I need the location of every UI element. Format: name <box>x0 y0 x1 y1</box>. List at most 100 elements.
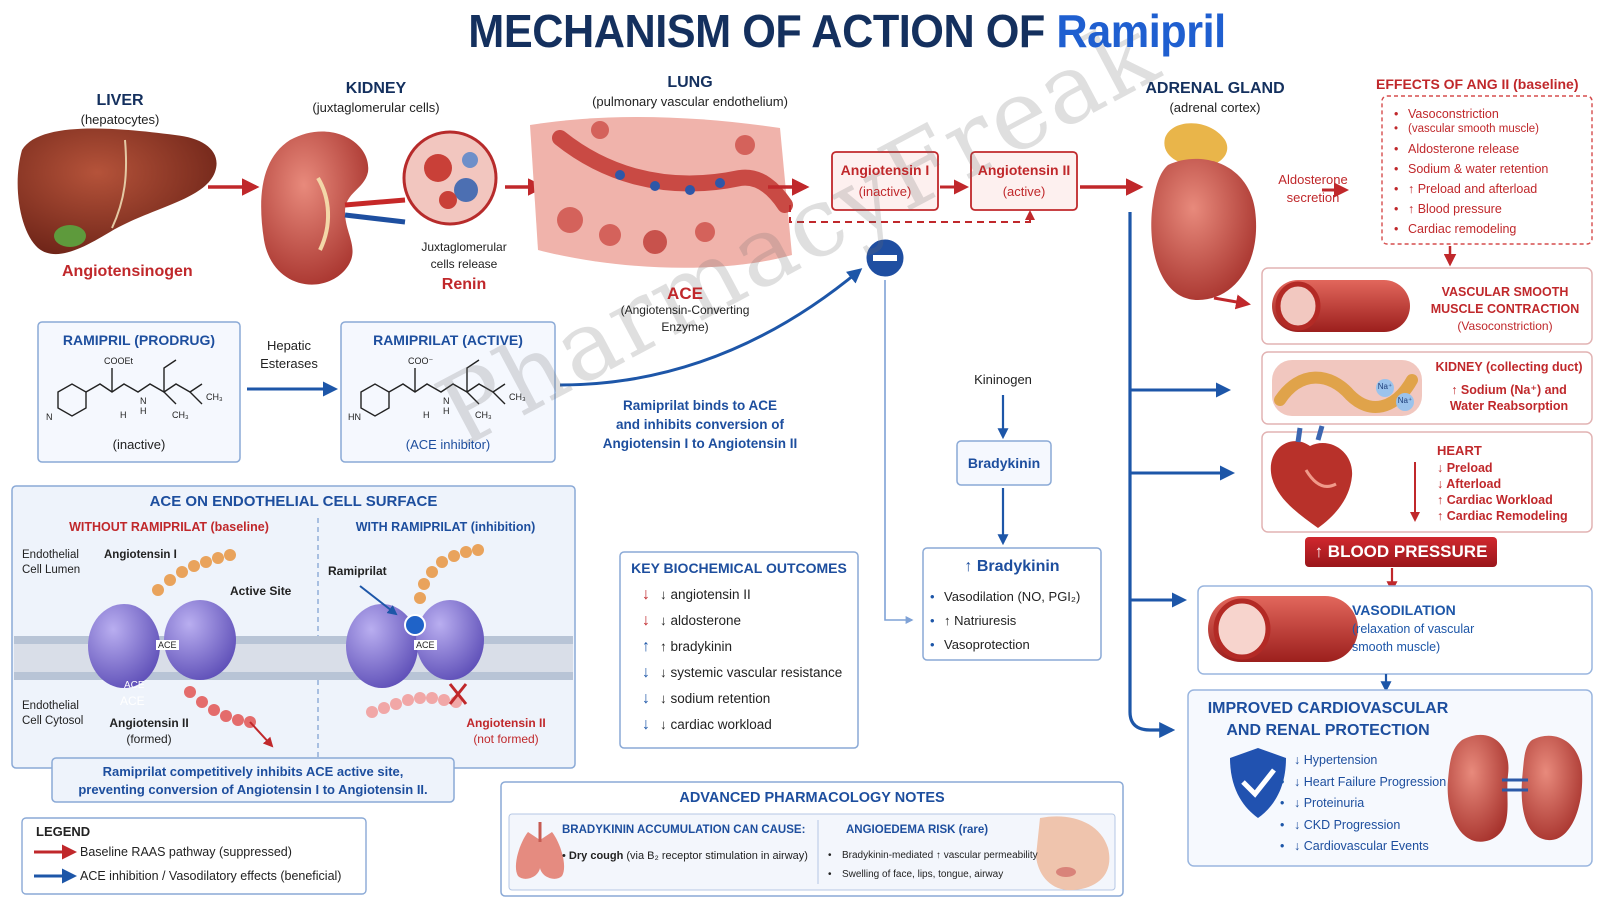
with-heading: WITH RAMIPRILAT (inhibition) <box>355 520 536 534</box>
heart-illustration <box>1270 425 1353 528</box>
notes-right-list: Bradykinin-mediated ↑ vascular permeabil… <box>826 846 1038 884</box>
outcome-text: ↓ sodium retention <box>660 691 771 706</box>
peptide-chains <box>152 544 484 748</box>
active-group: H <box>423 410 430 420</box>
legend-box <box>21 817 367 895</box>
arrow-up-icon: ↑ <box>642 638 650 655</box>
without-heading: WITHOUT RAMIPRILAT (baseline) <box>69 520 269 534</box>
lumen-label-1: Endothelial <box>22 549 79 561</box>
effect-item: Sodium & water retention <box>1392 159 1548 179</box>
prodrug-title: RAMIPRIL (PRODRUG) <box>62 332 216 348</box>
notes-left-item: • Dry cough (via B₂ receptor stimulation… <box>562 850 808 862</box>
face-swelling-illustration <box>1036 816 1110 891</box>
shield-check-icon <box>1230 748 1286 818</box>
active-group: N <box>443 396 450 406</box>
title-drug: Ramipril <box>1056 5 1226 57</box>
bradykinin-effect-item: Vasodilation (NO, PGI₂) <box>928 585 1080 609</box>
arrow-down-icon: ↓ <box>642 716 650 733</box>
artery-illustration <box>1272 280 1410 332</box>
active-group: H <box>443 406 450 416</box>
active-site-label: Active Site <box>230 584 292 598</box>
active-group: CH₃ <box>509 392 526 402</box>
prodrug-group: N <box>140 396 147 406</box>
angiotensin-ii-box <box>970 151 1078 211</box>
page-title: MECHANISM OF ACTION OF Ramipril <box>48 4 1600 58</box>
bradykinin-effects-title: ↑ Bradykinin <box>964 558 1060 575</box>
title-prefix: MECHANISM OF ACTION OF <box>468 5 1045 57</box>
cytosol-label-2: Cell Cytosol <box>22 715 84 727</box>
prodrug-state: (inactive) <box>112 437 166 452</box>
adrenal-gland-illustration <box>1151 123 1257 300</box>
binding-line-3: Angiotensin I to Angiotensin II <box>602 436 798 451</box>
vsmc-line-3: (Vasoconstriction) <box>1457 319 1553 333</box>
ace-label: ACE <box>667 284 703 303</box>
notes-right-title: ANGIOEDEMA RISK (rare) <box>846 824 989 836</box>
vsmc-line-1: VASCULAR SMOOTH <box>1441 285 1569 299</box>
protection-list: ↓ Hypertension ↓ Heart Failure Progressi… <box>1278 750 1446 858</box>
prodrug-group: H <box>120 410 127 420</box>
outcome-row: ↓↓ systemic vascular resistance <box>642 664 842 682</box>
protection-item: ↓ Heart Failure Progression <box>1278 772 1446 794</box>
protection-title-1: IMPROVED CARDIOVASCULAR <box>1207 700 1449 717</box>
legend-title: LEGEND <box>36 824 91 839</box>
protection-title-2: AND RENAL PROTECTION <box>1226 722 1430 739</box>
ace-small-1: ACE <box>124 680 145 691</box>
nephron-illustration <box>1272 360 1422 416</box>
angioedema-item: Swelling of face, lips, tongue, airway <box>826 865 1038 884</box>
kidney-sub: (juxtaglomerular cells) <box>312 100 440 115</box>
outcome-row: ↓↓ aldosterone <box>642 612 741 630</box>
arrow-down-icon: ↓ <box>642 664 650 681</box>
lungs-icon <box>515 822 565 879</box>
legend-blue-label: ACE inhibition / Vasodilatory effects (b… <box>80 869 342 883</box>
outcome-row: ↓↓ cardiac workload <box>642 716 772 734</box>
vasodilation-sub-2: smooth muscle) <box>1352 640 1441 654</box>
lung-name: LUNG <box>667 74 713 91</box>
effects-list: Vasoconstriction (vascular smooth muscle… <box>1392 104 1548 239</box>
cytosol-label-1: Endothelial <box>22 700 79 712</box>
angiotensin-ii-not-formed-state: (not formed) <box>473 732 539 746</box>
ramiprilat-site-label: Ramiprilat <box>328 564 387 578</box>
effect-item: Cardiac remodeling <box>1392 219 1548 239</box>
ace-protein-left <box>88 600 236 688</box>
ace-sub-2: Enzyme) <box>661 320 709 334</box>
dilated-vessel-illustration <box>1208 596 1358 662</box>
effect-item: ↑ Blood pressure <box>1392 199 1548 219</box>
active-group: CH₃ <box>475 410 492 420</box>
angiotensin-ii-state: (active) <box>1002 184 1046 199</box>
bradykinin-effect-item: Vasoprotection <box>928 633 1080 657</box>
angiotensin-ii-not-formed-label: Angiotensin II <box>466 716 546 730</box>
outcome-row: ↓↓ angiotensin II <box>642 586 751 604</box>
aldosterone-secretion-2: secretion <box>1286 190 1340 205</box>
notes-left-title: BRADYKININ ACCUMULATION CAN CAUSE: <box>562 824 806 836</box>
effects-title: EFFECTS OF ANG II (baseline) <box>1376 76 1579 92</box>
prodrug-group: H <box>140 406 147 416</box>
blood-pressure-banner <box>1305 537 1497 567</box>
outcome-text: ↓ aldosterone <box>660 613 742 628</box>
dry-cough-label: Dry cough <box>568 850 624 862</box>
liver-illustration <box>17 128 217 255</box>
ace-small-2: ACE <box>120 694 145 708</box>
blood-pressure-label: ↑ BLOOD PRESSURE <box>1314 542 1488 561</box>
angiotensin-i-box <box>831 151 939 211</box>
renin-label: Renin <box>441 276 487 293</box>
endothelial-caption-box <box>51 757 455 803</box>
ace-protein-right <box>346 600 484 688</box>
active-structure <box>360 359 506 417</box>
protection-item: ↓ Proteinuria <box>1278 793 1446 815</box>
endothelial-caption-1: Ramiprilat competitively inhibits ACE ac… <box>102 764 404 779</box>
ace-tag-right: ACE <box>414 640 437 650</box>
esterase-line-1: Hepatic <box>266 338 312 353</box>
bradykinin-effects-list: Vasodilation (NO, PGI₂) ↑ Natriuresis Va… <box>928 585 1080 657</box>
outcomes-box <box>619 551 859 749</box>
heart-item: ↑ Cardiac Workload <box>1437 493 1553 507</box>
bradykinin-effect-item: ↑ Natriuresis <box>928 609 1080 633</box>
aldosterone-secretion-1: Aldosterone <box>1278 172 1348 187</box>
angiotensin-ii-formed-state: (formed) <box>126 732 172 746</box>
active-group: HN <box>348 412 361 422</box>
prodrug-group: COOEt <box>104 356 134 366</box>
legend-red-label: Baseline RAAS pathway (suppressed) <box>80 845 292 859</box>
prodrug-structure <box>57 359 203 417</box>
kidney-illustration <box>261 130 498 285</box>
lumen-label-2: Cell Lumen <box>22 564 81 576</box>
